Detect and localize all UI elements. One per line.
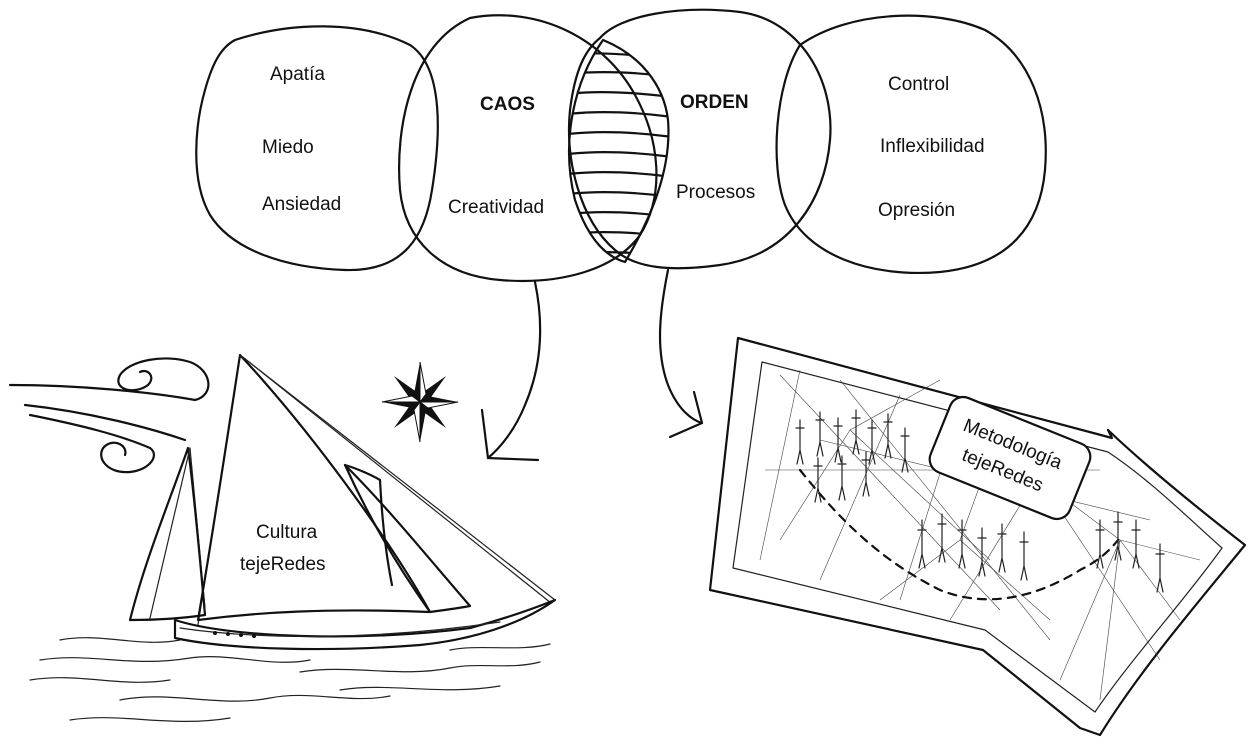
intersection-hatching (569, 52, 669, 260)
intersection-outline (567, 38, 670, 264)
arrow-orden-to-map (658, 268, 704, 439)
map-illustration: Metodología tejeRedes (708, 336, 1247, 737)
boat-label-line1: Cultura (256, 522, 318, 543)
far-left-item-3: Ansiedad (262, 194, 341, 215)
caos-item: Creatividad (448, 197, 544, 218)
caos-title: CAOS (480, 94, 535, 115)
far-left-item-1: Apatía (270, 64, 325, 85)
arrow-caos-to-boat (480, 280, 542, 462)
compass-rose-icon (381, 361, 459, 443)
wind-swirl-icon (8, 357, 210, 474)
sailboat-illustration (29, 353, 557, 722)
map-label-bubble (928, 395, 1092, 521)
circle-orden (568, 8, 832, 270)
far-right-item-1: Control (888, 74, 949, 95)
circle-caos (398, 14, 658, 282)
circle-far-left (195, 25, 439, 272)
circle-far-right (775, 14, 1047, 274)
far-right-item-2: Inflexibilidad (880, 136, 985, 157)
orden-title: ORDEN (680, 92, 749, 113)
boat-label-line2: tejeRedes (240, 554, 326, 575)
far-left-item-2: Miedo (262, 137, 314, 158)
far-right-item-3: Opresión (878, 200, 955, 221)
orden-item: Procesos (676, 182, 755, 203)
